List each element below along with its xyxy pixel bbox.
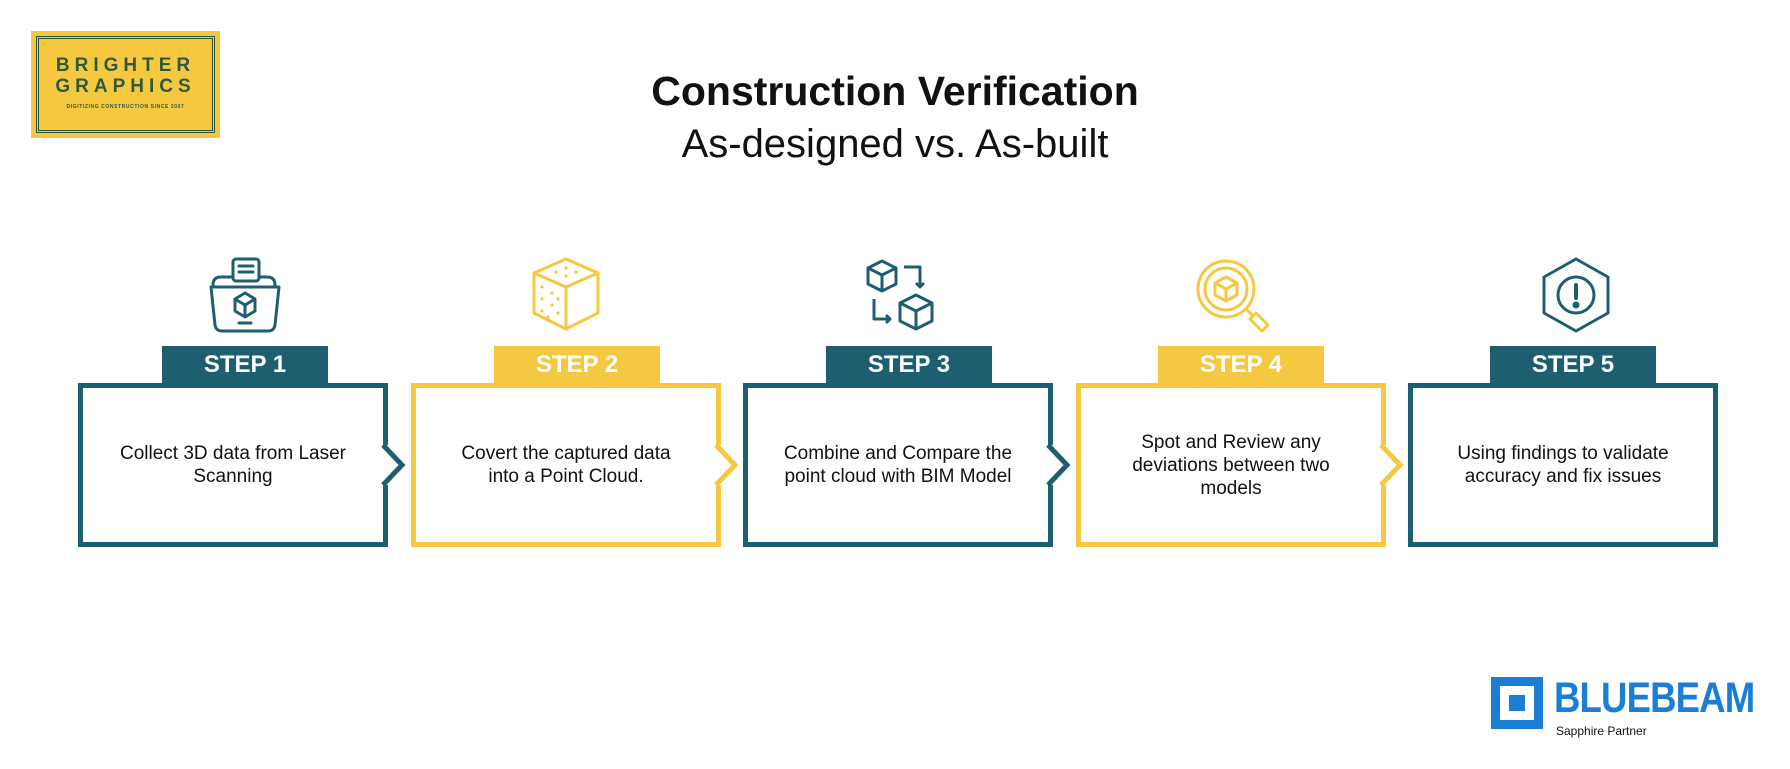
chevron-right-icon [1378, 445, 1404, 485]
magnifier-cube-icon [1196, 259, 1270, 333]
step-label: STEP 1 [162, 346, 328, 384]
bluebeam-logo-icon [1491, 677, 1543, 729]
chevron-right-icon [713, 445, 739, 485]
page-title: Construction Verification [651, 68, 1139, 114]
bluebeam-wordmark: BLUEBEAM [1554, 674, 1755, 722]
step-label: STEP 3 [826, 346, 992, 384]
point-cloud-cube-icon [532, 257, 600, 331]
step-description: Covert the captured data into a Point Cl… [411, 383, 721, 547]
chevron-right-icon [1045, 445, 1071, 485]
step-description: Spot and Review any deviations between t… [1076, 383, 1386, 547]
page-subtitle: As-designed vs. As-built [681, 122, 1109, 166]
step-label: STEP 4 [1158, 346, 1324, 384]
logo-tagline: DIGITIZING CONSTRUCTION SINCE 2007 [66, 104, 185, 110]
step-label: STEP 5 [1490, 346, 1656, 384]
step-description: Collect 3D data from Laser Scanning [78, 383, 388, 547]
brighter-graphics-logo: BRIGHTER GRAPHICS DIGITIZING CONSTRUCTIO… [31, 31, 220, 138]
folder-cube-icon [209, 257, 281, 333]
partner-level: Sapphire Partner [1556, 724, 1647, 738]
hexagon-alert-icon [1542, 257, 1610, 333]
step-description: Combine and Compare the point cloud with… [743, 383, 1053, 547]
compare-cubes-icon [866, 259, 934, 331]
step-label: STEP 2 [494, 346, 660, 384]
logo-line2: GRAPHICS [55, 76, 196, 97]
chevron-right-icon [380, 445, 406, 485]
logo-line1: BRIGHTER [55, 55, 196, 76]
step-description: Using findings to validate accuracy and … [1408, 383, 1718, 547]
